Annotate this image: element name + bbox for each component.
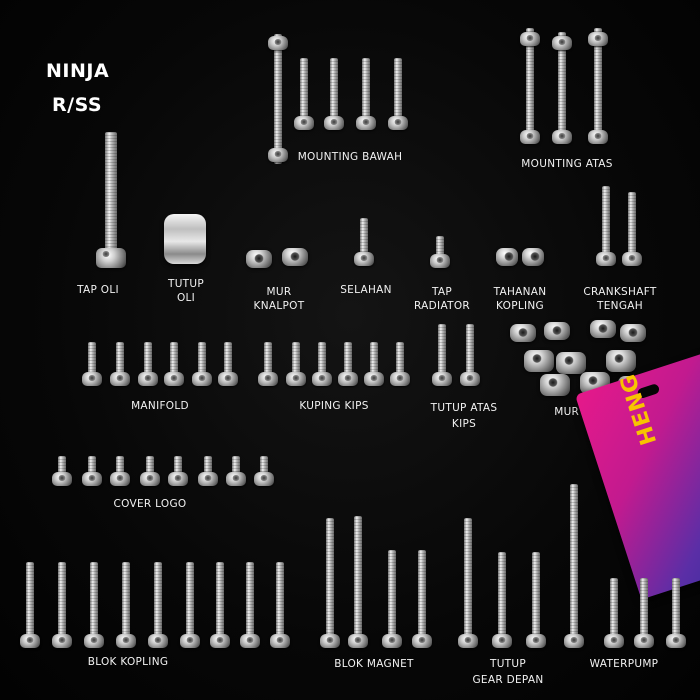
bolt <box>354 58 378 138</box>
bolt <box>346 516 370 654</box>
bolt <box>208 562 232 654</box>
bolt <box>108 342 132 392</box>
bolt <box>602 578 626 654</box>
bolt <box>562 484 586 654</box>
nut <box>510 324 536 342</box>
title-line-1: NINJA <box>46 60 110 82</box>
label-waterpump: WATERPUMP <box>589 658 659 670</box>
bolt <box>380 550 404 654</box>
bolt <box>162 342 186 392</box>
label-tap-radiator-2: RADIATOR <box>414 300 470 312</box>
bolt <box>318 518 342 654</box>
nut <box>544 322 570 340</box>
bolt <box>410 550 434 654</box>
nut <box>620 324 646 342</box>
bolt <box>388 342 412 392</box>
label-blok-kopling: BLOK KOPLING <box>87 656 169 668</box>
title-line-2: R/SS <box>52 94 103 116</box>
bolt <box>166 456 190 494</box>
bolt <box>458 324 482 392</box>
label-tahanan-kopling-2: KOPLING <box>496 300 544 312</box>
bolt <box>146 562 170 654</box>
label-tutup-atas-kips-2: KIPS <box>451 418 477 430</box>
bolt <box>114 562 138 654</box>
bolt <box>80 456 104 494</box>
bolt <box>50 456 74 494</box>
bolt <box>386 58 410 138</box>
nut <box>556 352 586 374</box>
label-mur-knalpot-1: MUR <box>266 286 292 298</box>
nut <box>524 350 554 372</box>
bolt <box>238 562 262 654</box>
bolt <box>322 58 346 138</box>
label-tutup-gear-depan-1: TUTUP <box>489 658 527 670</box>
bolt <box>632 578 656 654</box>
label-tap-radiator-1: TAP <box>431 286 453 298</box>
bolt <box>518 28 542 154</box>
label-crankshaft-tengah-1: CRANKSHAFT <box>583 286 657 298</box>
label-tutup-oli-2: OLI <box>176 292 196 304</box>
bolt-tap-radiator <box>428 236 452 276</box>
bolt <box>362 342 386 392</box>
label-mounting-bawah: MOUNTING BAWAH <box>297 151 403 163</box>
oil-cap <box>164 214 206 264</box>
bolt <box>108 456 132 494</box>
label-cover-logo: COVER LOGO <box>113 498 187 510</box>
bolt <box>430 324 454 392</box>
bolt <box>456 518 480 654</box>
bolt <box>190 342 214 392</box>
label-tutup-atas-kips-1: TUTUP ATAS <box>430 402 498 414</box>
nut <box>246 250 272 268</box>
nut <box>282 248 308 266</box>
bolt <box>268 562 292 654</box>
bolt <box>336 342 360 392</box>
bolt <box>594 186 618 276</box>
label-tutup-oli-1: TUTUP <box>167 278 205 290</box>
bolt <box>490 552 514 654</box>
bolt <box>586 28 610 154</box>
nut <box>606 350 636 372</box>
bolt <box>252 456 276 494</box>
label-crankshaft-tengah-2: TENGAH <box>597 300 643 312</box>
bolt <box>80 342 104 392</box>
nut <box>522 248 544 266</box>
bolt <box>256 342 280 392</box>
bolt <box>136 342 160 392</box>
bolt <box>224 456 248 494</box>
nut <box>496 248 518 266</box>
label-tutup-gear-depan-2: GEAR DEPAN <box>472 674 544 686</box>
bolt <box>178 562 202 654</box>
label-mur-knalpot-2: KNALPOT <box>253 300 305 312</box>
bolt <box>50 562 74 654</box>
label-selahan: SELAHAN <box>340 284 392 296</box>
nut <box>540 374 570 396</box>
nut <box>590 320 616 338</box>
package-brand-logo: HENG <box>615 369 663 448</box>
bolt <box>266 24 290 170</box>
label-manifold: MANIFOLD <box>131 400 189 412</box>
label-tahanan-kopling-1: TAHANAN <box>493 286 547 298</box>
label-kuping-kips: KUPING KIPS <box>299 400 369 412</box>
bolt-selahan <box>352 218 376 274</box>
bolt <box>664 578 688 654</box>
bolt <box>18 562 42 654</box>
bolt <box>284 342 308 392</box>
bolt <box>310 342 334 392</box>
bolt <box>550 32 574 154</box>
bolt <box>292 58 316 138</box>
bolt-tap-oli <box>94 132 128 274</box>
bolt <box>196 456 220 494</box>
label-blok-magnet: BLOK MAGNET <box>334 658 414 670</box>
bolt <box>138 456 162 494</box>
bolt <box>524 552 548 654</box>
bolt <box>216 342 240 392</box>
label-mounting-atas: MOUNTING ATAS <box>521 158 613 170</box>
label-tap-oli: TAP OLI <box>77 284 119 296</box>
bolt <box>82 562 106 654</box>
bolt <box>620 192 644 276</box>
